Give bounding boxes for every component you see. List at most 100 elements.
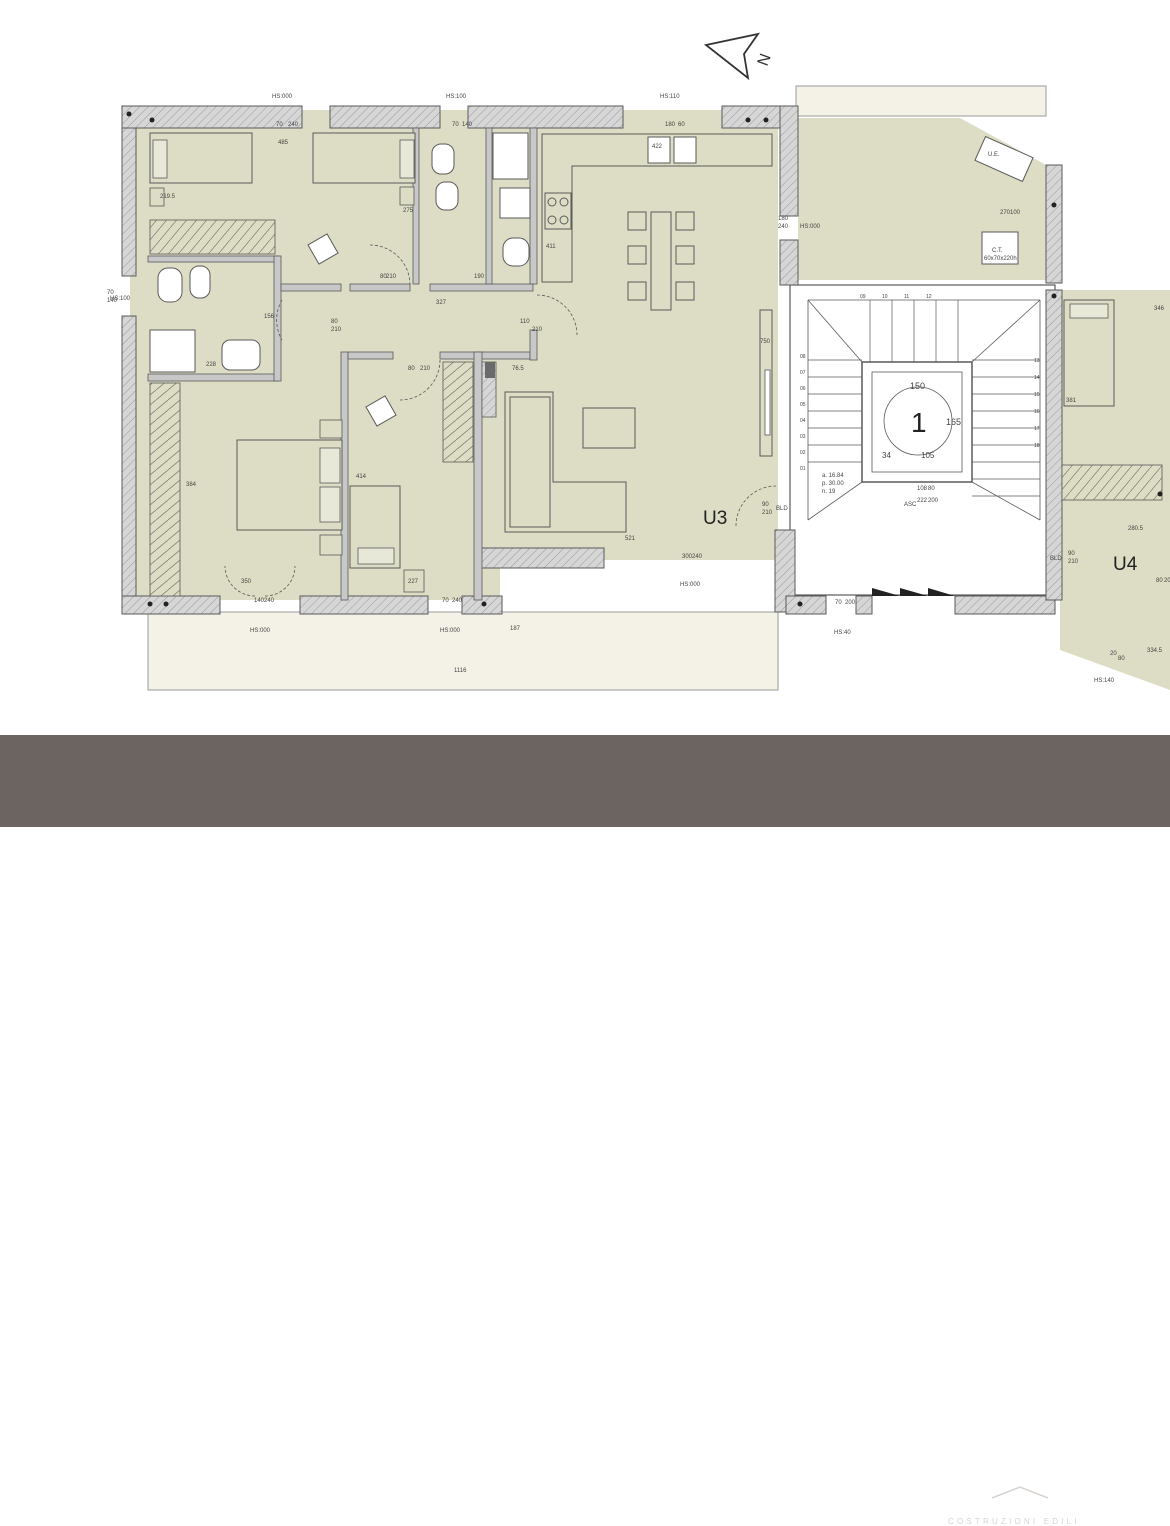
svg-text:p. 30.00: p. 30.00 (822, 481, 844, 487)
svg-text:BLD: BLD (776, 506, 788, 512)
svg-text:275: 275 (403, 208, 414, 214)
svg-text:200: 200 (928, 498, 939, 504)
svg-text:HS:000: HS:000 (272, 94, 293, 100)
svg-text:76.5: 76.5 (512, 366, 524, 372)
svg-text:80: 80 (1118, 656, 1125, 662)
svg-text:HS:110: HS:110 (660, 94, 680, 100)
stair-step-number: 08 (800, 354, 806, 360)
stair-step-number: 07 (800, 370, 806, 376)
north-arrow-icon (703, 32, 761, 81)
stair-step-number: 17 (1034, 426, 1040, 432)
svg-text:521: 521 (625, 536, 636, 542)
kitchen-counter (541, 133, 773, 283)
svg-text:222: 222 (917, 498, 928, 504)
cooktop (544, 192, 572, 230)
desk-chairs (307, 233, 397, 427)
svg-text:HS:000: HS:000 (250, 628, 271, 634)
wardrobe-3 (442, 361, 474, 463)
svg-text:140: 140 (107, 298, 118, 304)
svg-text:60: 60 (678, 122, 685, 128)
svg-text:485: 485 (278, 140, 289, 146)
stair-detail (807, 299, 1041, 521)
svg-text:300: 300 (682, 554, 693, 560)
brand-name: GRUPPO CECCHIN (946, 1499, 1105, 1518)
fridge (673, 136, 697, 164)
sink (647, 136, 671, 164)
svg-text:n. 19: n. 19 (822, 489, 836, 495)
stair-step-number: 10 (882, 294, 888, 300)
stair-treads (808, 299, 1040, 497)
misc-labels: U.E. C.T. 60x70x220h ASC BLD BLD (776, 152, 1062, 562)
svg-text:346: 346 (1154, 306, 1165, 312)
svg-text:HS:100: HS:100 (110, 296, 131, 302)
svg-text:414: 414 (356, 474, 367, 480)
svg-text:187: 187 (510, 626, 521, 632)
stair-step-number: 06 (800, 386, 806, 392)
svg-text:180: 180 (778, 216, 789, 222)
svg-text:HS:000: HS:000 (680, 582, 701, 588)
svg-text:80: 80 (1156, 578, 1163, 584)
entrance-steps (872, 588, 955, 596)
svg-text:165: 165 (946, 417, 961, 427)
svg-text:190: 190 (474, 274, 485, 280)
svg-text:1116: 1116 (454, 668, 467, 674)
svg-text:180: 180 (665, 122, 676, 128)
brand-subtitle: COSTRUZIONI EDILI (948, 1517, 1080, 1526)
svg-text:240: 240 (264, 598, 275, 604)
nightstands (149, 186, 425, 593)
svg-text:219.5: 219.5 (160, 194, 176, 200)
svg-text:240: 240 (692, 554, 703, 560)
bed-pillows (152, 139, 1109, 565)
svg-text:HS:100: HS:100 (446, 94, 467, 100)
svg-text:70: 70 (835, 600, 842, 606)
svg-text:C.T.: C.T. (992, 248, 1003, 254)
ct-unit (981, 231, 1019, 265)
footer-label: _Sup.calpestabile (270, 1489, 397, 1506)
svg-text:70: 70 (452, 122, 459, 128)
dining-set (627, 211, 695, 311)
sofa (504, 391, 627, 533)
svg-text:350: 350 (241, 579, 252, 585)
svg-text:227: 227 (408, 579, 419, 585)
svg-text:a. 16.84: a. 16.84 (822, 473, 844, 479)
footer-area: mq 84,3 (455, 1476, 553, 1506)
svg-text:80: 80 (928, 486, 935, 492)
stair-step-number: 03 (800, 434, 806, 440)
stair-step-number: 12 (926, 294, 932, 300)
stair-step-number: 16 (1034, 409, 1040, 415)
wardrobe-1 (149, 219, 276, 255)
svg-text:411: 411 (546, 244, 556, 250)
svg-text:240: 240 (452, 598, 463, 604)
dimension-labels: 485 219.5 275 190 327 411 422 750 76.5 2… (107, 94, 1170, 684)
svg-text:108: 108 (917, 486, 928, 492)
svg-text:80: 80 (331, 319, 338, 325)
svg-text:34: 34 (882, 451, 891, 460)
svg-text:BLD: BLD (1050, 556, 1062, 562)
chimney (485, 362, 495, 378)
svg-text:80: 80 (408, 366, 415, 372)
stair-step-number: 18 (1034, 443, 1040, 449)
svg-text:70: 70 (107, 290, 114, 296)
stair-step-number: 15 (1034, 392, 1040, 398)
svg-text:210: 210 (386, 274, 397, 280)
terrace-north (795, 85, 1047, 117)
svg-text:240: 240 (288, 122, 299, 128)
svg-text:150: 150 (910, 381, 925, 391)
terrace-south (147, 611, 779, 691)
svg-text:ASC: ASC (904, 502, 917, 508)
svg-text:HS:40: HS:40 (834, 630, 851, 636)
elevator-number: 1 (911, 407, 927, 438)
wardrobe-2 (149, 382, 181, 597)
svg-text:90: 90 (762, 502, 769, 508)
svg-text:210: 210 (532, 327, 543, 333)
footer-unit: U3 (232, 1475, 267, 1505)
stair-step-number: 11 (904, 294, 909, 300)
stair-step-number: 14 (1034, 375, 1040, 381)
tv (764, 369, 771, 436)
svg-text:200: 200 (845, 600, 856, 606)
svg-text:228: 228 (206, 362, 217, 368)
brand-roof-icon (991, 1486, 1049, 1499)
svg-text:334.5: 334.5 (1147, 648, 1163, 654)
svg-text:HS:000: HS:000 (440, 628, 461, 634)
stair-step-number: 05 (800, 402, 806, 408)
